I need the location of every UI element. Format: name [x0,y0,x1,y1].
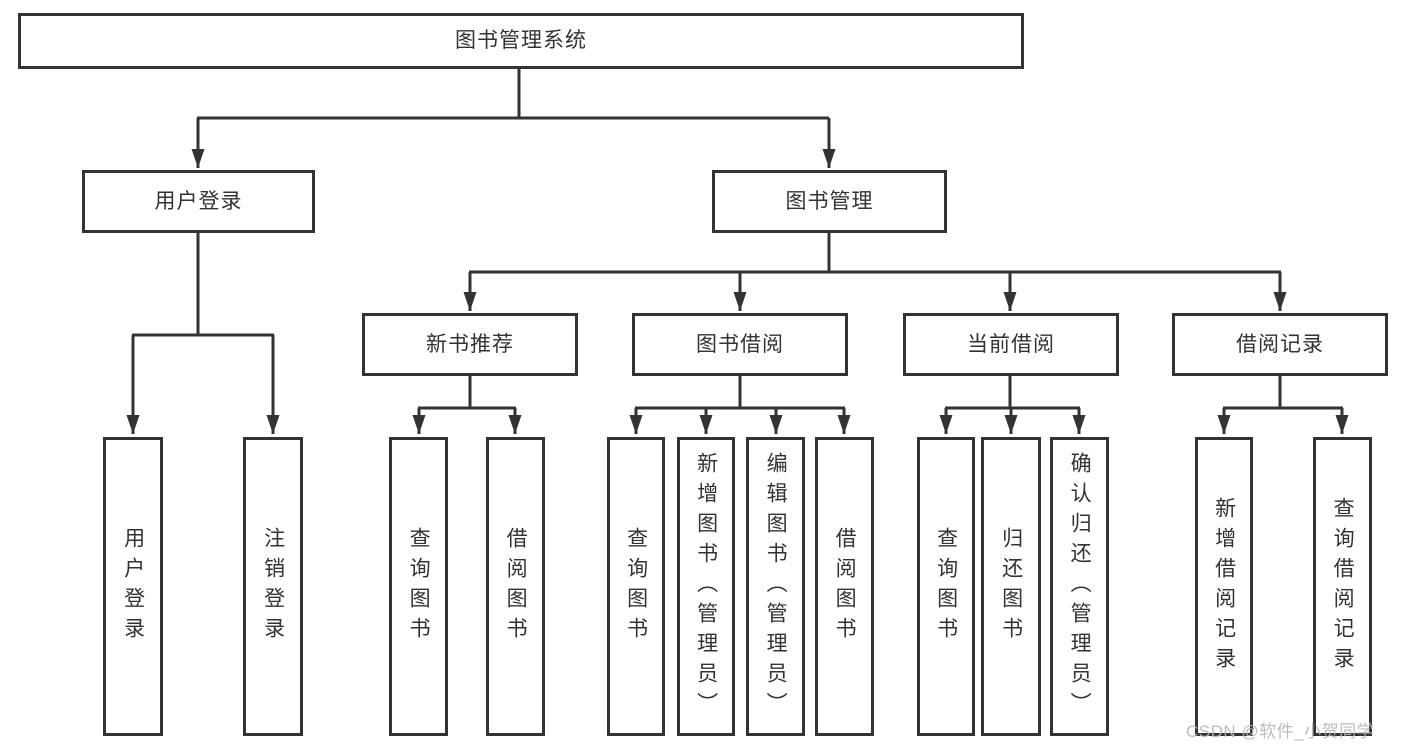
leaf-add-book-admin: 新增图书（管理员） [677,437,735,736]
watermark: CSDN @软件_小贺同学 [1186,722,1375,741]
node-root: 图书管理系统 [18,13,1024,69]
leaf-borrow-books-1: 借阅图书 [486,437,545,736]
node-book-management: 图书管理 [712,170,947,233]
leaf-query-books-3: 查询图书 [917,437,975,736]
leaf-confirm-return-admin: 确认归还（管理员） [1050,437,1109,736]
leaf-query-books-2: 查询图书 [607,437,665,736]
leaf-user-login: 用户登录 [103,437,163,736]
node-user-login: 用户登录 [82,170,315,233]
leaf-query-borrow-record: 查询借阅记录 [1313,437,1372,736]
leaf-add-borrow-record: 新增借阅记录 [1195,437,1253,736]
leaf-logout: 注销登录 [243,437,303,736]
leaf-return-book: 归还图书 [981,437,1041,736]
leaf-edit-book-admin: 编辑图书（管理员） [746,437,805,736]
leaf-borrow-books-2: 借阅图书 [815,437,874,736]
node-new-book-recommend: 新书推荐 [362,313,578,376]
node-borrow-records: 借阅记录 [1172,313,1388,376]
node-current-borrow: 当前借阅 [903,313,1119,376]
node-book-borrow: 图书借阅 [632,313,848,376]
leaf-query-books-1: 查询图书 [389,437,448,736]
